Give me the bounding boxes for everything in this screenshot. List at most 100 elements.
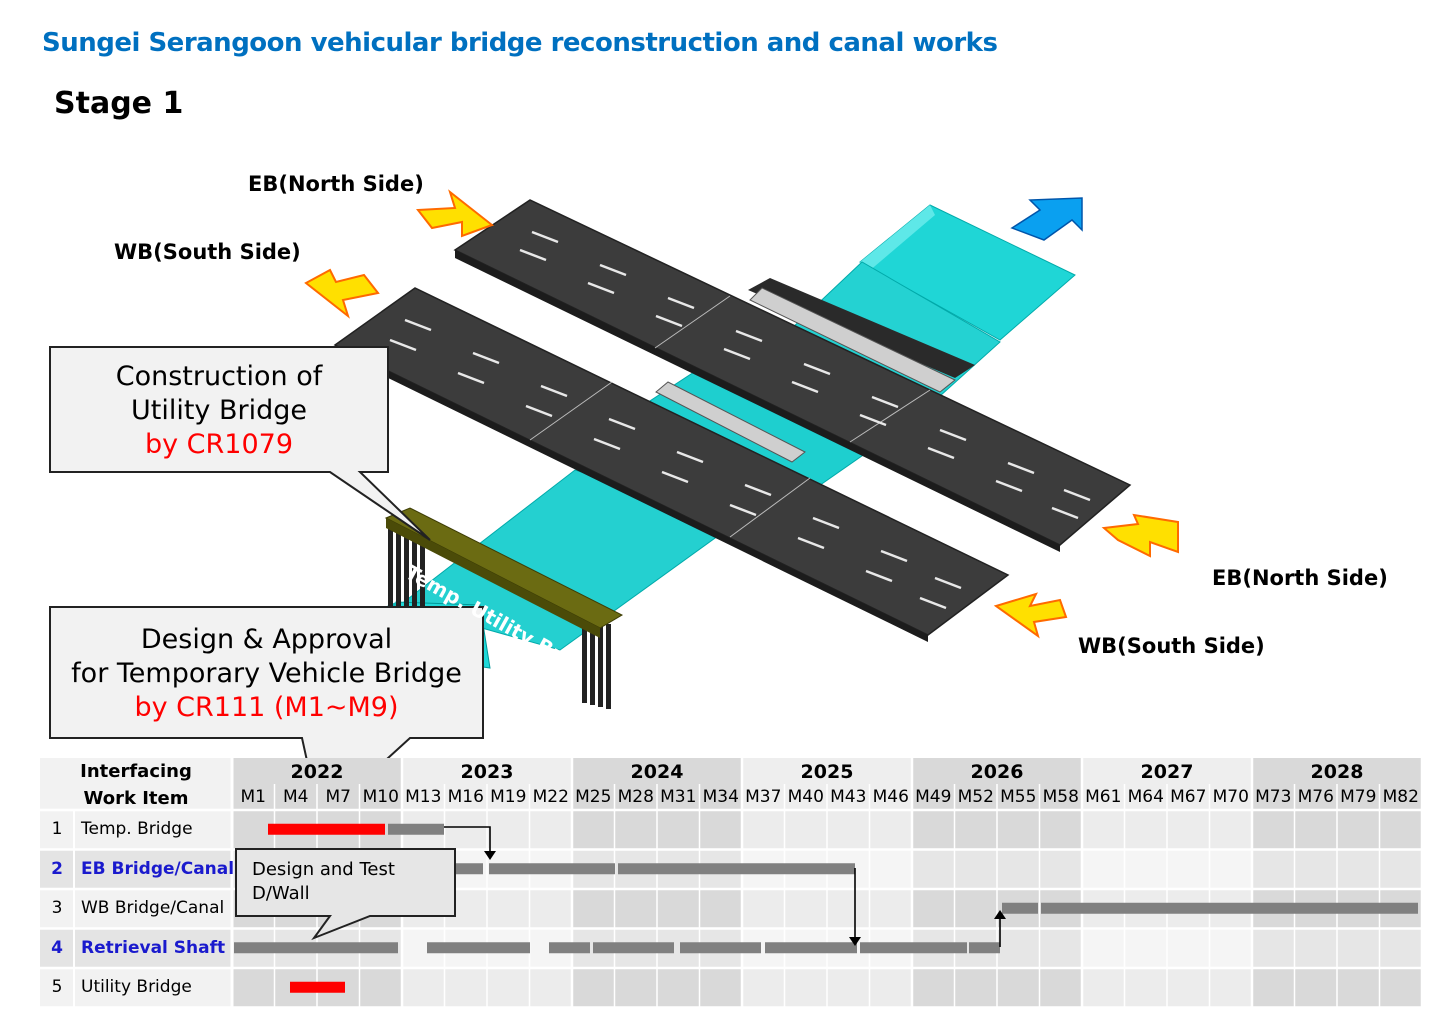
gantt-bar: [593, 942, 674, 954]
temp-utility-bridge: [384, 507, 624, 709]
cell-bg: [742, 968, 785, 1008]
cell-bg: [1294, 810, 1337, 850]
cell-bg: [1082, 810, 1125, 850]
cell-bg: [572, 968, 615, 1008]
cell-bg: [1209, 810, 1252, 850]
utility-beams: [655, 278, 975, 463]
callout-dwall-line2: D/Wall: [252, 883, 310, 904]
cell-bg: [1379, 968, 1422, 1008]
month-label: M19: [490, 787, 527, 807]
month-label: M4: [283, 787, 309, 807]
month-label: M31: [660, 787, 697, 807]
page-title: Sungei Serangoon vehicular bridge recons…: [42, 28, 998, 58]
row-number: 1: [51, 819, 63, 839]
cell-bg: [529, 889, 572, 929]
gantt-bar: [290, 981, 345, 993]
gantt-bar: [1002, 902, 1038, 914]
callout-utility-text: Construction of Utility Bridge by CR1079: [50, 360, 388, 462]
cell-bg: [359, 968, 402, 1008]
cell-bg: [742, 889, 785, 929]
cell-bg: [869, 810, 912, 850]
month-label: M34: [702, 787, 739, 807]
month-label: M46: [872, 787, 909, 807]
month-label: M73: [1255, 787, 1292, 807]
month-label: M58: [1042, 787, 1079, 807]
cell-bg: [232, 810, 275, 850]
row-label: WB Bridge/Canal: [81, 898, 225, 918]
cell-bg: [869, 849, 912, 889]
callout-design-line3: by CR111 (M1~M9): [134, 692, 399, 723]
label-eb-north-right: EB(North Side): [1212, 566, 1388, 590]
callout-dwall-line1: Design and Test: [252, 859, 395, 880]
cell-bg: [827, 810, 870, 850]
callout-utility-line1: Construction of: [115, 361, 323, 392]
wb-bridge-deck: [333, 287, 1010, 642]
cell-bg: [444, 968, 487, 1008]
month-label: M7: [325, 787, 351, 807]
cell-bg: [1252, 849, 1295, 889]
cell-bg: [1124, 928, 1167, 968]
cell-bg: [614, 810, 657, 850]
gantt-bar: [618, 863, 855, 875]
cell-bg: [232, 968, 275, 1008]
cell-bg: [1337, 968, 1380, 1008]
month-label: M64: [1127, 787, 1164, 807]
callout-design-line1: Design & Approval: [140, 624, 393, 655]
year-label-2026: 2026: [970, 761, 1024, 783]
cell-bg: [912, 889, 955, 929]
row-label: Temp. Bridge: [81, 819, 193, 839]
cell-bg: [1294, 928, 1337, 968]
cell-bg: [402, 968, 445, 1008]
year-label-2023: 2023: [460, 761, 514, 783]
cell-bg: [657, 889, 700, 929]
year-label-2028: 2028: [1310, 761, 1364, 783]
gantt-bar: [388, 823, 444, 835]
cell-bg: [912, 810, 955, 850]
label-eb-north-top: EB(North Side): [248, 172, 424, 196]
month-label: M28: [617, 787, 654, 807]
month-label: M37: [745, 787, 782, 807]
cell-bg: [1167, 849, 1210, 889]
gantt-header-line1: Interfacing: [80, 761, 192, 782]
cell-bg: [1209, 928, 1252, 968]
cell-bg: [954, 810, 997, 850]
cell-bg: [742, 810, 785, 850]
row-number: 5: [51, 977, 63, 997]
callout-dwall-box: [235, 848, 456, 941]
cell-bg: [1039, 810, 1082, 850]
cell-bg: [1167, 928, 1210, 968]
month-label: M67: [1170, 787, 1207, 807]
cell-bg: [1379, 849, 1422, 889]
month-label: M22: [532, 787, 569, 807]
cell-bg: [1294, 849, 1337, 889]
callout-utility-box: [49, 346, 431, 541]
month-label: M82: [1382, 787, 1419, 807]
cell-bg: [997, 849, 1040, 889]
arrow-wb-south-right: [993, 592, 1068, 639]
cell-bg: [1167, 810, 1210, 850]
gantt-header-line2: Work Item: [83, 788, 189, 809]
gantt-bar: [448, 863, 483, 875]
cell-bg: [997, 968, 1040, 1008]
cell-bg: [657, 968, 700, 1008]
cell-bg: [1082, 968, 1125, 1008]
month-label: M61: [1085, 787, 1122, 807]
cell-bg: [997, 810, 1040, 850]
gantt-grid: [40, 758, 1422, 1008]
cell-bg: [1294, 968, 1337, 1008]
cell-bg: [1252, 928, 1295, 968]
callout-utility-line2: Utility Bridge: [130, 395, 307, 426]
year-label-2024: 2024: [630, 761, 684, 783]
month-label: M76: [1297, 787, 1334, 807]
gantt-bar: [549, 942, 590, 954]
cell-bg: [1124, 810, 1167, 850]
row-number: 2: [51, 858, 63, 879]
gantt-bar: [268, 823, 385, 835]
gantt-bar: [680, 942, 761, 954]
arrow-head: [994, 910, 1006, 919]
month-label: M1: [240, 787, 266, 807]
gantt-bar: [1041, 902, 1418, 914]
month-label: M16: [447, 787, 484, 807]
cell-bg: [1252, 968, 1295, 1008]
